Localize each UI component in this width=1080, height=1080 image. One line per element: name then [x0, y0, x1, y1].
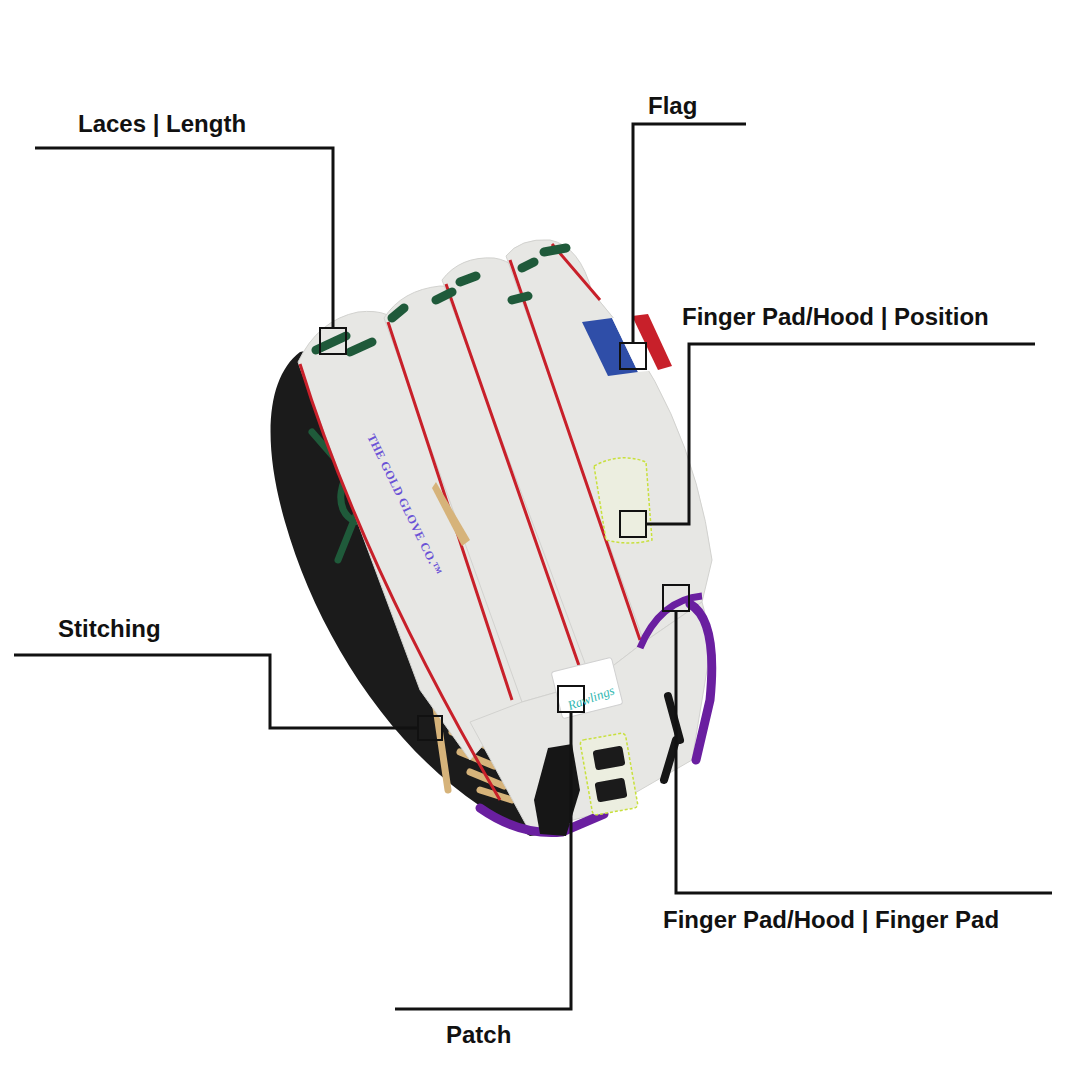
leader-line [35, 148, 333, 328]
leader-line [646, 344, 1035, 524]
wrist-strap [534, 744, 580, 836]
purple-binding [640, 596, 702, 648]
leader-line [395, 712, 571, 1009]
callout-marker [620, 511, 646, 537]
finger-laces [316, 248, 566, 352]
part-label: Stitching [58, 617, 161, 641]
brand-print: THE GOLD GLOVE CO.™ [365, 432, 444, 577]
callout-marker [620, 343, 646, 369]
callout-marker [418, 716, 442, 740]
tan-tab [432, 482, 470, 546]
finger-stall [506, 240, 712, 642]
part-label: Finger Pad/Hood | Finger Pad [663, 908, 999, 932]
part-label: Finger Pad/Hood | Position [682, 305, 989, 329]
patch-logo: Rawlings [566, 683, 616, 712]
part-label: Flag [648, 94, 697, 118]
logo-patch [551, 657, 623, 719]
flag [582, 314, 672, 376]
callout-marker [663, 585, 689, 611]
leader-lines [14, 124, 1052, 1009]
leader-line [14, 655, 418, 728]
callout-marker [320, 328, 346, 354]
finger-pad [594, 458, 652, 543]
strap-lace [664, 696, 680, 780]
red-piping [300, 244, 640, 800]
part-label: Patch [446, 1023, 511, 1047]
velcro-tab [580, 733, 638, 816]
part-label: Laces | Length [78, 112, 246, 136]
leader-line [676, 611, 1052, 893]
callout-markers [320, 328, 689, 740]
